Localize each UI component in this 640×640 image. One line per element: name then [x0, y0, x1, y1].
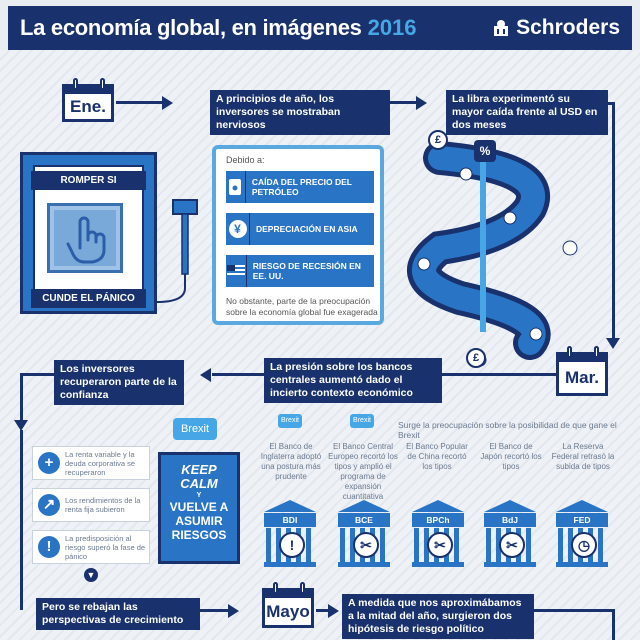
panic-machine: ROMPER SI CUNDE EL PÁNICO [20, 152, 157, 314]
reason-oil: CAÍDA DEL PRECIO DEL PETRÓLEO [226, 171, 374, 203]
side-item-text: La renta variable y la deuda corporativa… [65, 449, 136, 477]
reason-us: RIESGO DE RECESIÓN EN EE. UU. [226, 255, 374, 287]
reasons-intro: Debido a: [226, 155, 265, 165]
brand-name: Schroders [516, 16, 620, 39]
bank-code: FED [556, 513, 608, 527]
bank-fed: FED ◷ [556, 500, 608, 567]
oil-barrel-icon [226, 171, 246, 203]
caption-jan-investors: A principios de año, los inversores se m… [210, 90, 390, 135]
reasons-panel: Debido a: CAÍDA DEL PRECIO DEL PETRÓLEO … [212, 145, 384, 325]
vuelve-text: VUELVE A ASUMIR RIESGOS [169, 500, 229, 542]
flow-line [212, 373, 264, 376]
caption-pressure: La presión sobre los bancos centrales au… [264, 358, 442, 403]
bank-desc-bdj: El Banco de Japón recortó los tipos [480, 442, 542, 471]
reason-asia: ¥ DEPRECIACIÓN EN ASIA [226, 213, 374, 245]
flow-line [390, 101, 418, 104]
reason-us-label: RIESGO DE RECESIÓN EN EE. UU. [252, 261, 361, 281]
calendar-may-label: Mayo [266, 602, 310, 621]
flow-arrow [416, 96, 427, 110]
bank-code: BPCh [412, 513, 464, 527]
us-flag-icon [226, 255, 247, 287]
caption-lower: Pero se rebajan las perspectivas de crec… [36, 598, 200, 630]
page-title: La economía global, en imágenes [20, 15, 362, 40]
panic-button-glass [47, 203, 123, 273]
flow-line [316, 609, 330, 612]
flow-arrow [606, 338, 620, 349]
bank-desc-bpch: El Banco Popular de China recortó los ti… [406, 442, 468, 471]
caption-recovered: Los inversores recuperaron parte de la c… [54, 360, 184, 405]
flow-arrow [228, 604, 239, 618]
bank-desc-bdi: El Banco de Inglaterra adoptó una postur… [260, 442, 322, 481]
flow-line [612, 104, 615, 344]
chart-up-icon: ↗ [38, 494, 60, 516]
brand: Schroders [491, 16, 620, 40]
flow-line [20, 430, 23, 610]
reason-asia-label: DEPRECIACIÓN EN ASIA [256, 224, 358, 234]
brexit-worry-text: Surge la preocupación sobre la posibilid… [398, 420, 617, 440]
side-item: + La renta variable y la deuda corporati… [32, 446, 150, 480]
small-brexit-badge: Brexit [278, 414, 302, 428]
reasons-note: No obstante, parte de la preocupación so… [226, 296, 378, 317]
yen-icon: ¥ [226, 213, 250, 245]
plus-icon: + [38, 452, 60, 474]
flow-line [612, 609, 615, 640]
scissors-icon: ✂ [353, 532, 379, 558]
side-item-text: Los rendimientos de la renta fija subier… [65, 496, 141, 514]
bank-code: BdJ [484, 513, 536, 527]
flow-line [442, 373, 540, 376]
bank-code: BCE [338, 513, 390, 527]
flow-arrow [162, 96, 173, 110]
keep-calm-y: Y [196, 492, 202, 499]
bank-bpch: BPCh ✂ [412, 500, 464, 567]
alert-icon: ! [279, 532, 305, 558]
bank-bdi: BDI ! [264, 500, 316, 567]
flow-line [116, 101, 164, 104]
bank-desc-bce: El Banco Central Europeo recortó los tip… [328, 442, 398, 501]
pound-spiral [407, 141, 578, 367]
chevron-down-icon: ▼ [84, 568, 98, 582]
small-brexit-badge: Brexit [350, 414, 374, 428]
clock-icon: ◷ [571, 532, 597, 558]
alert-icon: ! [38, 536, 60, 558]
flow-line [200, 609, 230, 612]
pound-coin-icon: £ [466, 348, 486, 368]
page-year: 2016 [367, 15, 417, 40]
machine-bottom-label: CUNDE EL PÁNICO [31, 289, 146, 308]
bank-bdj: BdJ ✂ [484, 500, 536, 567]
crest-icon [494, 20, 509, 36]
hammer-icon [156, 199, 198, 303]
flow-line [534, 609, 614, 612]
reason-oil-label: CAÍDA DEL PRECIO DEL PETRÓLEO [251, 177, 352, 197]
flow-line [20, 373, 54, 376]
side-item: ↗ Los rendimientos de la renta fija subi… [32, 488, 150, 522]
keep-calm-text: KEEP CALM [180, 462, 218, 491]
side-item: ! La predisposición al riesgo superó la … [32, 530, 150, 564]
bank-code: BDI [264, 513, 316, 527]
calendar-mar: Mar. [556, 346, 608, 396]
hand-pointer-icon [66, 216, 106, 264]
flow-line [608, 102, 615, 105]
flow-line [20, 373, 23, 423]
percent-badge: % [474, 140, 496, 162]
caption-pound: La libra experimentó su mayor caída fren… [446, 90, 608, 135]
caption-may-hypotheses: A medida que nos aproximábamos a la mita… [342, 594, 534, 639]
brexit-badge: Brexit [173, 418, 217, 440]
flow-line [540, 373, 556, 376]
flow-arrow [14, 420, 28, 431]
side-item-text: La predisposición al riesgo superó la fa… [65, 533, 146, 561]
bank-bce: BCE ✂ [338, 500, 390, 567]
machine-top-label: ROMPER SI [31, 171, 146, 190]
flow-arrow [328, 604, 339, 618]
calendar-mar-label: Mar. [564, 368, 600, 387]
calendar-jan-label: Ene. [70, 97, 106, 116]
pound-coin-icon: £ [428, 130, 448, 150]
keep-calm-sign: KEEP CALM Y VUELVE A ASUMIR RIESGOS [158, 452, 240, 564]
scissors-icon: ✂ [499, 532, 525, 558]
scissors-icon: ✂ [427, 532, 453, 558]
flow-arrow [200, 368, 211, 382]
calendar-may: Mayo [262, 582, 314, 628]
bank-desc-fed: La Reserva Federal retrasó la subida de … [551, 442, 615, 471]
header-bar: La economía global, en imágenes 2016 Sch… [8, 6, 632, 50]
calendar-jan: Ene. [62, 78, 114, 122]
